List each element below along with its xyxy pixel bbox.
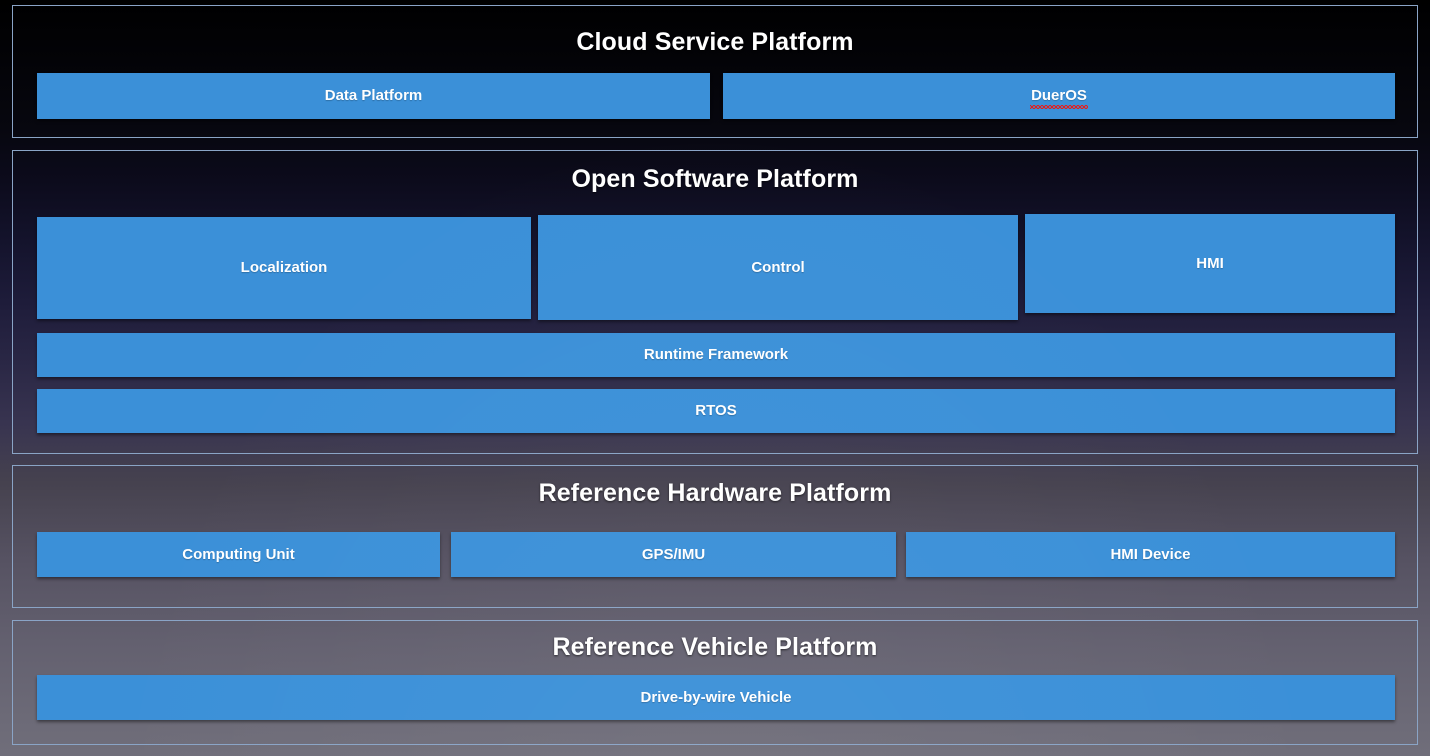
block-rtos[interactable]: RTOS xyxy=(37,389,1395,433)
block-label-dueros: DuerOS xyxy=(1031,87,1087,104)
section-reference-vehicle-platform: Reference Vehicle Platform Drive-by-wire… xyxy=(12,620,1418,745)
block-label-rtos: RTOS xyxy=(695,402,736,419)
block-label-gps-imu: GPS/IMU xyxy=(642,546,705,563)
block-label-hmi: HMI xyxy=(1196,255,1224,272)
section-title-reference-hardware-platform: Reference Hardware Platform xyxy=(13,479,1417,508)
block-label-data-platform: Data Platform xyxy=(325,87,423,104)
block-hmi[interactable]: HMI xyxy=(1025,214,1395,313)
block-runtime-framework[interactable]: Runtime Framework xyxy=(37,333,1395,377)
section-open-software-platform: Open Software Platform Localization Cont… xyxy=(12,150,1418,454)
block-label-hmi-device: HMI Device xyxy=(1110,546,1190,563)
block-label-computing-unit: Computing Unit xyxy=(182,546,294,563)
block-control[interactable]: Control xyxy=(538,215,1018,320)
block-data-platform[interactable]: Data Platform xyxy=(37,73,710,119)
block-dueros[interactable]: DuerOS xyxy=(723,73,1395,119)
block-gps-imu[interactable]: GPS/IMU xyxy=(451,532,896,577)
block-drive-by-wire-vehicle[interactable]: Drive-by-wire Vehicle xyxy=(37,675,1395,720)
section-title-reference-vehicle-platform: Reference Vehicle Platform xyxy=(13,633,1417,662)
section-title-open-software-platform: Open Software Platform xyxy=(13,165,1417,194)
block-label-localization: Localization xyxy=(241,259,328,276)
block-label-runtime-framework: Runtime Framework xyxy=(644,346,788,363)
section-reference-hardware-platform: Reference Hardware Platform Computing Un… xyxy=(12,465,1418,608)
block-computing-unit[interactable]: Computing Unit xyxy=(37,532,440,577)
section-title-cloud-service-platform: Cloud Service Platform xyxy=(13,28,1417,57)
block-label-drive-by-wire-vehicle: Drive-by-wire Vehicle xyxy=(641,689,792,706)
block-hmi-device[interactable]: HMI Device xyxy=(906,532,1395,577)
section-cloud-service-platform: Cloud Service Platform Data Platform Due… xyxy=(12,5,1418,138)
block-localization[interactable]: Localization xyxy=(37,217,531,319)
block-label-control: Control xyxy=(751,259,804,276)
